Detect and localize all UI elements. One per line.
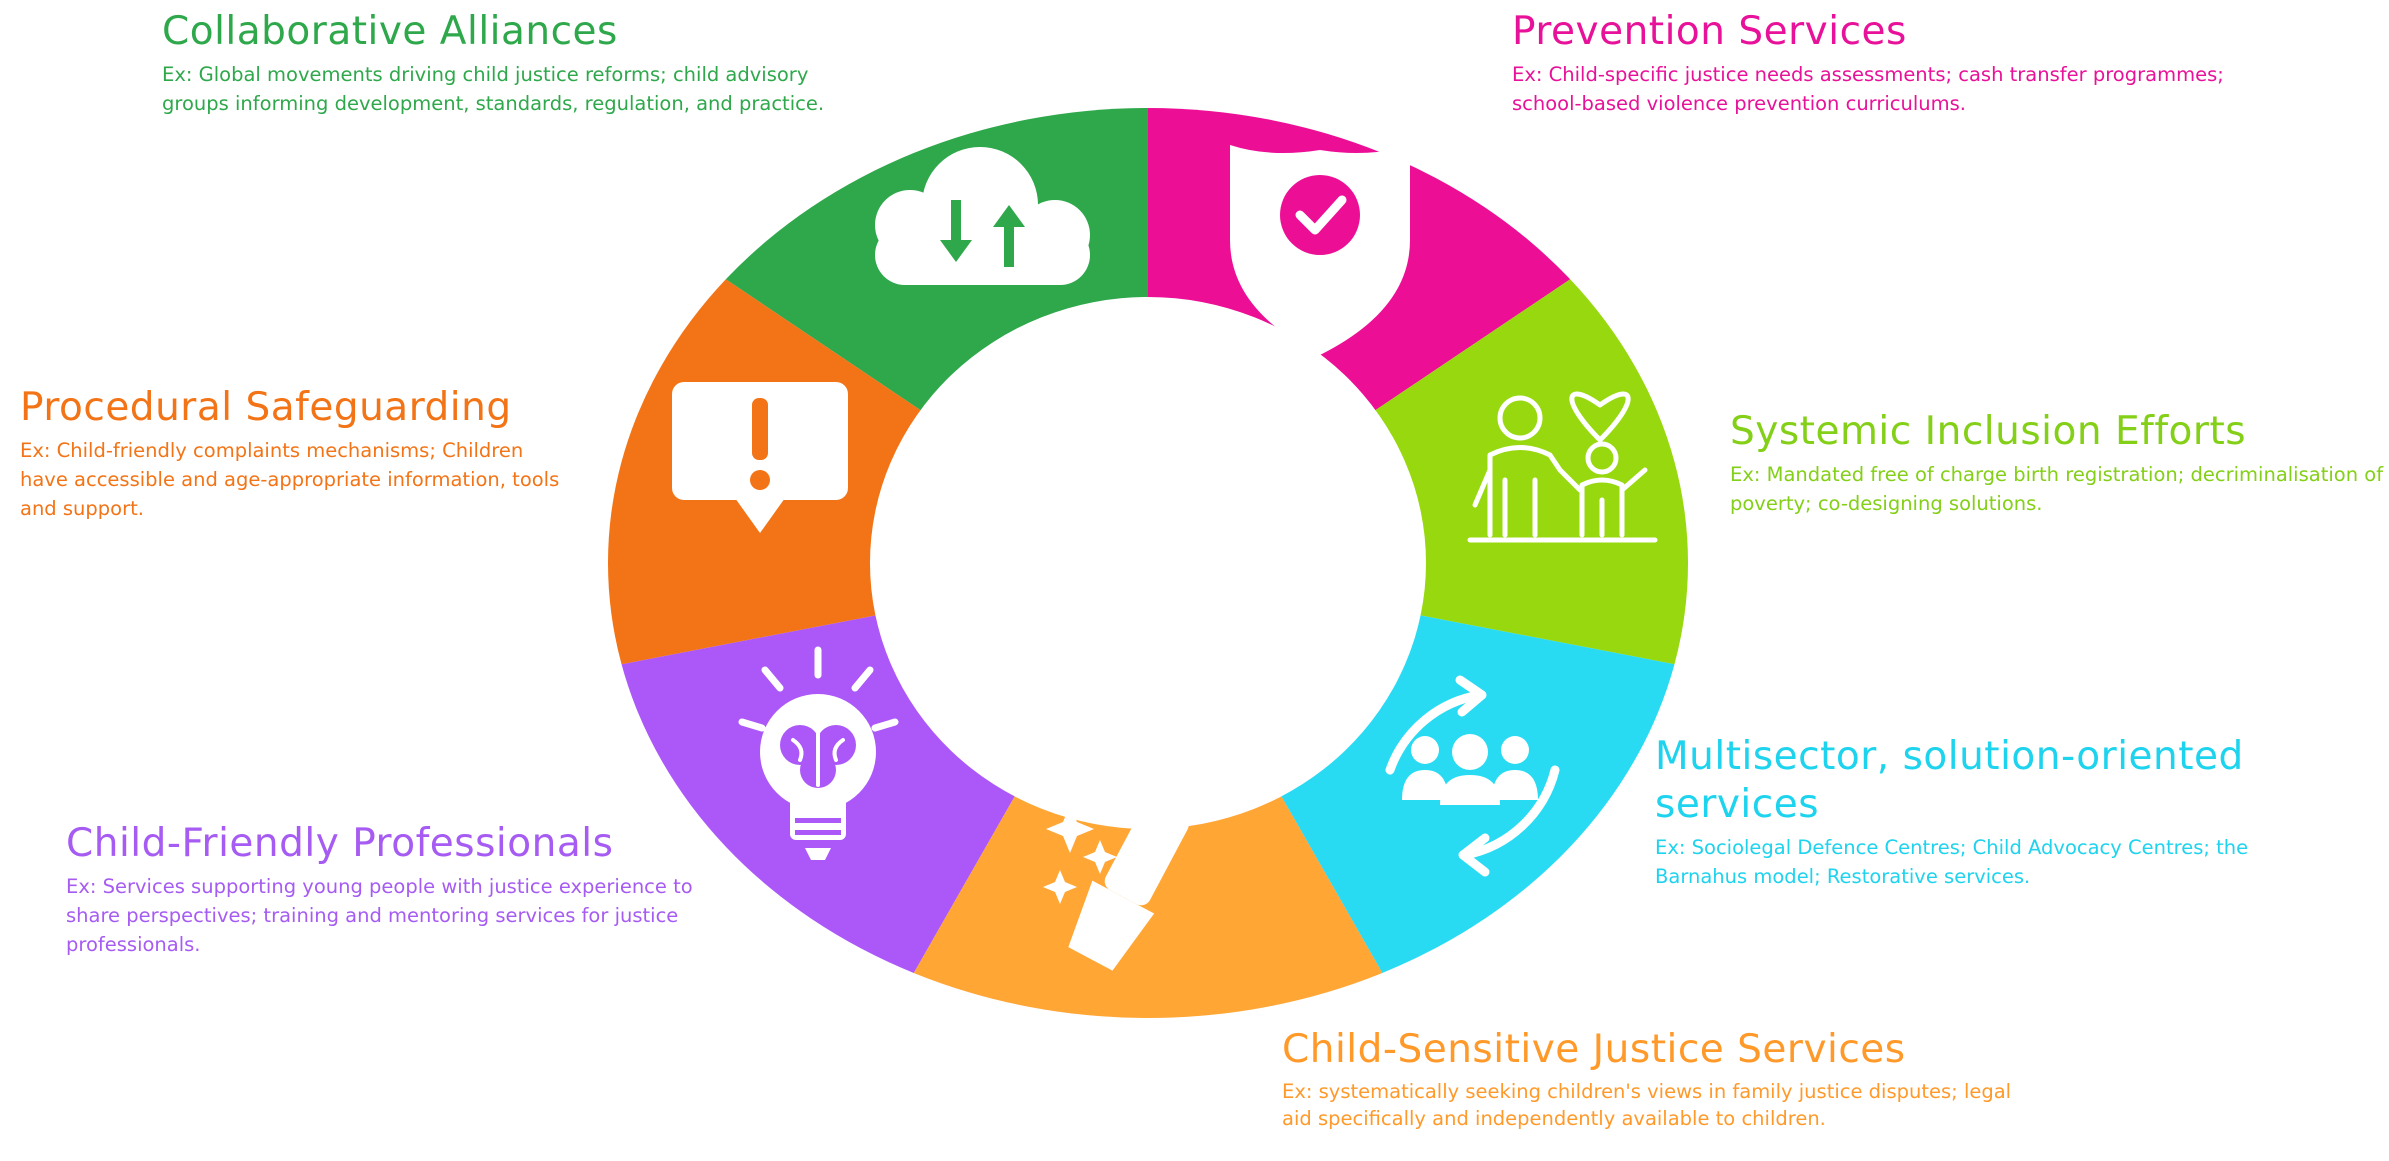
desc-child-friendly-professionals: Ex: Services supporting young people wit… — [66, 875, 693, 956]
title-procedural-safeguarding: Procedural Safeguarding — [20, 385, 512, 430]
ring-center — [870, 297, 1426, 829]
title-child-friendly-professionals: Child-Friendly Professionals — [66, 821, 614, 866]
title-prevention-services: Prevention Services — [1512, 9, 1907, 54]
desc-multisector-services: Ex: Sociolegal Defence Centres; Child Ad… — [1655, 836, 2249, 888]
title-child-sensitive-justice: Child-Sensitive Justice Services — [1282, 1027, 1906, 1072]
label-multisector-services: Multisector, solution-oriented services … — [1655, 733, 2315, 891]
group-cycle-icon — [1385, 675, 1560, 877]
label-child-sensitive-justice: Child-Sensitive Justice Services Ex: sys… — [1282, 1026, 2042, 1132]
desc-systemic-inclusion: Ex: Mandated free of charge birth regist… — [1730, 463, 2384, 515]
title-systemic-inclusion: Systemic Inclusion Efforts — [1730, 409, 2247, 454]
shield-check-icon — [1230, 145, 1410, 355]
title-multisector-services: Multisector, solution-oriented services — [1655, 734, 2244, 827]
brain-bulb-icon — [738, 646, 899, 860]
alert-speech-icon — [672, 382, 848, 533]
label-prevention-services: Prevention Services Ex: Child-specific j… — [1512, 8, 2272, 118]
label-procedural-safeguarding: Procedural Safeguarding Ex: Child-friend… — [20, 384, 570, 523]
label-systemic-inclusion: Systemic Inclusion Efforts Ex: Mandated … — [1730, 408, 2385, 518]
brush-sparkle-icon — [1043, 794, 1189, 971]
label-child-friendly-professionals: Child-Friendly Professionals Ex: Service… — [66, 820, 706, 959]
desc-collaborative-alliances: Ex: Global movements driving child justi… — [162, 63, 825, 115]
desc-child-sensitive-justice: Ex: systematically seeking children's vi… — [1282, 1080, 2012, 1130]
title-collaborative-alliances: Collaborative Alliances — [162, 9, 618, 54]
label-collaborative-alliances: Collaborative Alliances Ex: Global movem… — [162, 8, 862, 118]
desc-prevention-services: Ex: Child-specific justice needs assessm… — [1512, 63, 2224, 115]
desc-procedural-safeguarding: Ex: Child-friendly complaints mechanisms… — [20, 439, 560, 520]
cloud-sync-icon — [875, 147, 1090, 285]
family-heart-icon — [1467, 391, 1658, 543]
